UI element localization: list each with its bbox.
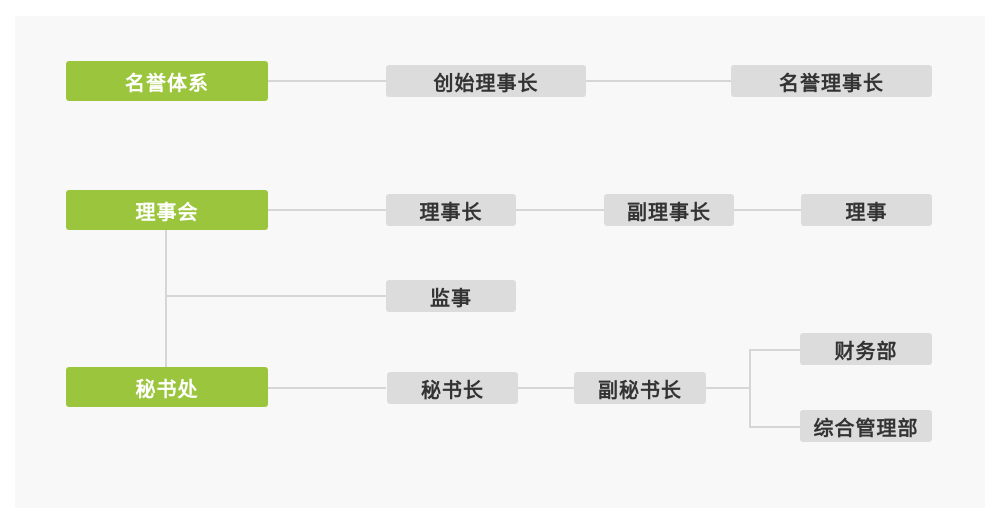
- node-vice-chairman: 副理事长: [604, 194, 734, 226]
- connector-chairman-vice: [516, 209, 604, 211]
- node-finance-department: 财务部: [800, 333, 932, 365]
- node-deputy-secretary-general: 副秘书长: [574, 372, 706, 404]
- connector-secretariat-secgen: [268, 387, 386, 389]
- group-secretariat: 秘书处: [66, 367, 268, 407]
- connector-branch-vertical: [749, 349, 751, 428]
- connector-secgen-deputy: [518, 387, 574, 389]
- node-director: 理事: [801, 194, 932, 226]
- node-honorary-chairman: 名誉理事长: [731, 65, 932, 97]
- connector-council-chairman: [268, 209, 386, 211]
- connector-deputy-branch: [706, 387, 750, 389]
- node-supervisor: 监事: [386, 280, 516, 312]
- connector-vice-director: [734, 209, 801, 211]
- group-council: 理事会: [66, 190, 268, 230]
- connector-vertical-council-secretariat: [165, 229, 167, 367]
- connector-supervisor: [167, 295, 386, 297]
- connector-branch-finance: [749, 349, 800, 351]
- node-chairman: 理事长: [386, 194, 516, 226]
- connector-founding-honorary: [586, 80, 731, 82]
- connector-honor-founding: [268, 80, 386, 82]
- node-general-management-department: 综合管理部: [800, 410, 932, 442]
- node-secretary-general: 秘书长: [387, 372, 518, 404]
- connector-branch-general: [749, 426, 800, 428]
- group-honor-system: 名誉体系: [66, 61, 268, 101]
- node-founding-chairman: 创始理事长: [386, 65, 586, 97]
